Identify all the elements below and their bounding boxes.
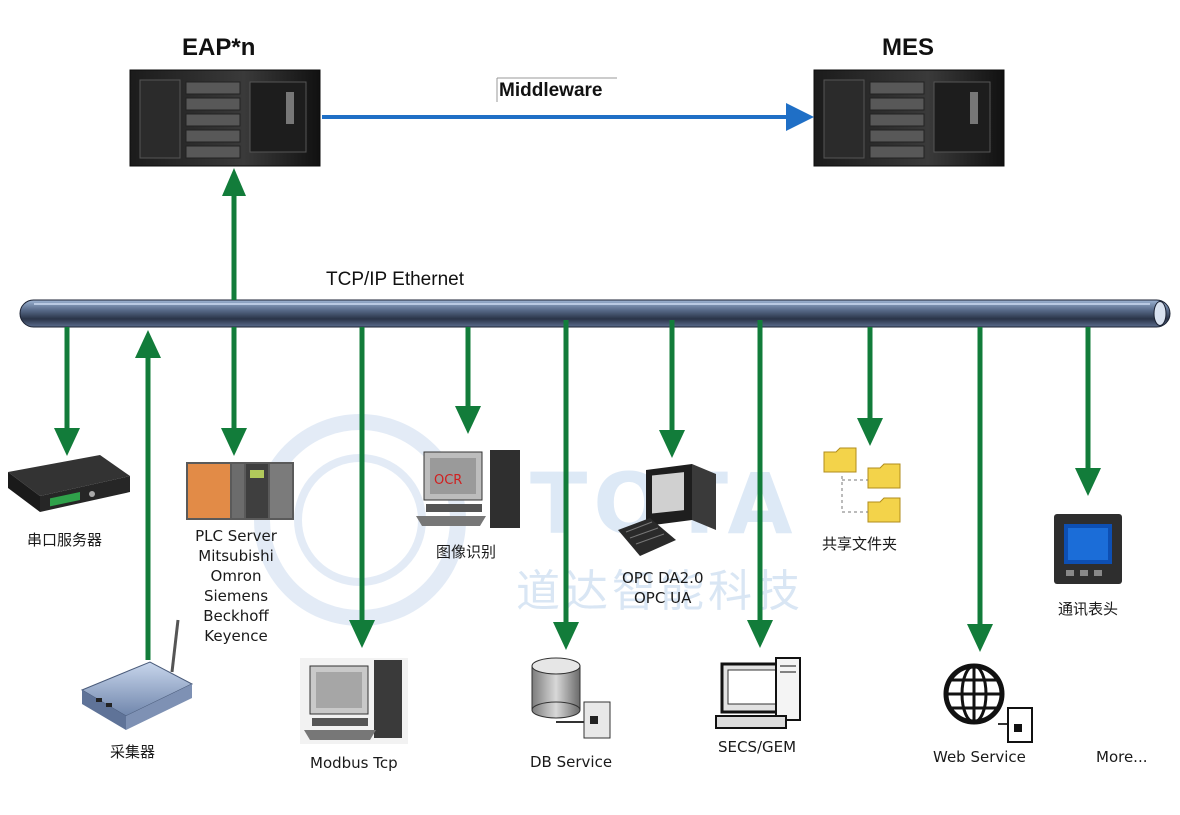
arrow-image-recognition: [455, 327, 481, 434]
arrow-serial-server: [54, 327, 80, 456]
arrow-secs-gem: [747, 320, 773, 648]
mes-title: MES: [882, 34, 935, 61]
plc-server-label: PLC Server Mitsubishi Omron Siemens Beck…: [180, 526, 292, 646]
eap-server-icon: [129, 69, 321, 167]
serial-server-label: 串口服务器: [27, 531, 103, 549]
comm-meter-icon: [1054, 514, 1122, 584]
collector-label: 采集器: [110, 743, 156, 761]
ethernet-label: TCP/IP Ethernet: [326, 269, 464, 290]
eap-title: EAP*n: [182, 34, 256, 61]
arrow-web-service: [967, 327, 993, 652]
serial-server-icon: [8, 455, 130, 512]
plc-line: PLC Server: [195, 527, 277, 545]
globe-icon: [943, 663, 1033, 743]
comm-meter-label: 通讯表头: [1058, 600, 1119, 618]
middleware-arrow: [322, 77, 814, 131]
web-service-label: Web Service: [933, 748, 1026, 766]
plc-line: Beckhoff: [203, 607, 269, 625]
plc-modules-icon: [186, 462, 294, 520]
secs-gem-computer-icon: [715, 657, 801, 729]
opc-label-line2: OPC UA: [634, 589, 692, 607]
db-cylinder-icon: [531, 657, 611, 739]
arrow-comm-meter: [1075, 327, 1101, 496]
db-service-label: DB Service: [530, 753, 613, 771]
connection-arrows: [54, 168, 1101, 660]
plc-line: Omron: [210, 567, 262, 585]
shared-folder-icon: [823, 447, 901, 523]
ocr-screen-text: OCR: [434, 473, 462, 488]
mes-server-icon: [813, 69, 1005, 167]
ocr-computer-icon: [416, 450, 520, 528]
arrow-db-service: [553, 320, 579, 650]
plc-line: Keyence: [204, 627, 268, 645]
ethernet-bus-pipe: [19, 299, 1171, 328]
arrow-plc: [221, 327, 247, 456]
plc-line: Siemens: [203, 587, 269, 605]
arrow-opc: [659, 320, 685, 458]
arrow-collector: [135, 330, 161, 660]
shared-folder-label: 共享文件夹: [822, 535, 898, 553]
image-recognition-label: 图像识别: [436, 543, 497, 561]
middleware-label: Middleware: [499, 80, 603, 101]
modbus-computer-icon: [300, 658, 408, 744]
arrow-eap-bus: [222, 168, 246, 300]
arrow-modbus: [349, 327, 375, 648]
collector-router-icon: [80, 619, 194, 730]
secs-gem-label: SECS/GEM: [718, 738, 797, 756]
watermark-chinese: 道达智能科技: [516, 566, 804, 617]
opc-label-line1: OPC DA2.0: [622, 569, 704, 587]
more-label: More...: [1096, 748, 1148, 766]
modbus-label: Modbus Tcp: [310, 754, 398, 772]
plc-line: Mitsubishi: [198, 547, 274, 565]
opc-computer-icon: [618, 464, 716, 556]
arrow-shared-folder: [857, 327, 883, 446]
